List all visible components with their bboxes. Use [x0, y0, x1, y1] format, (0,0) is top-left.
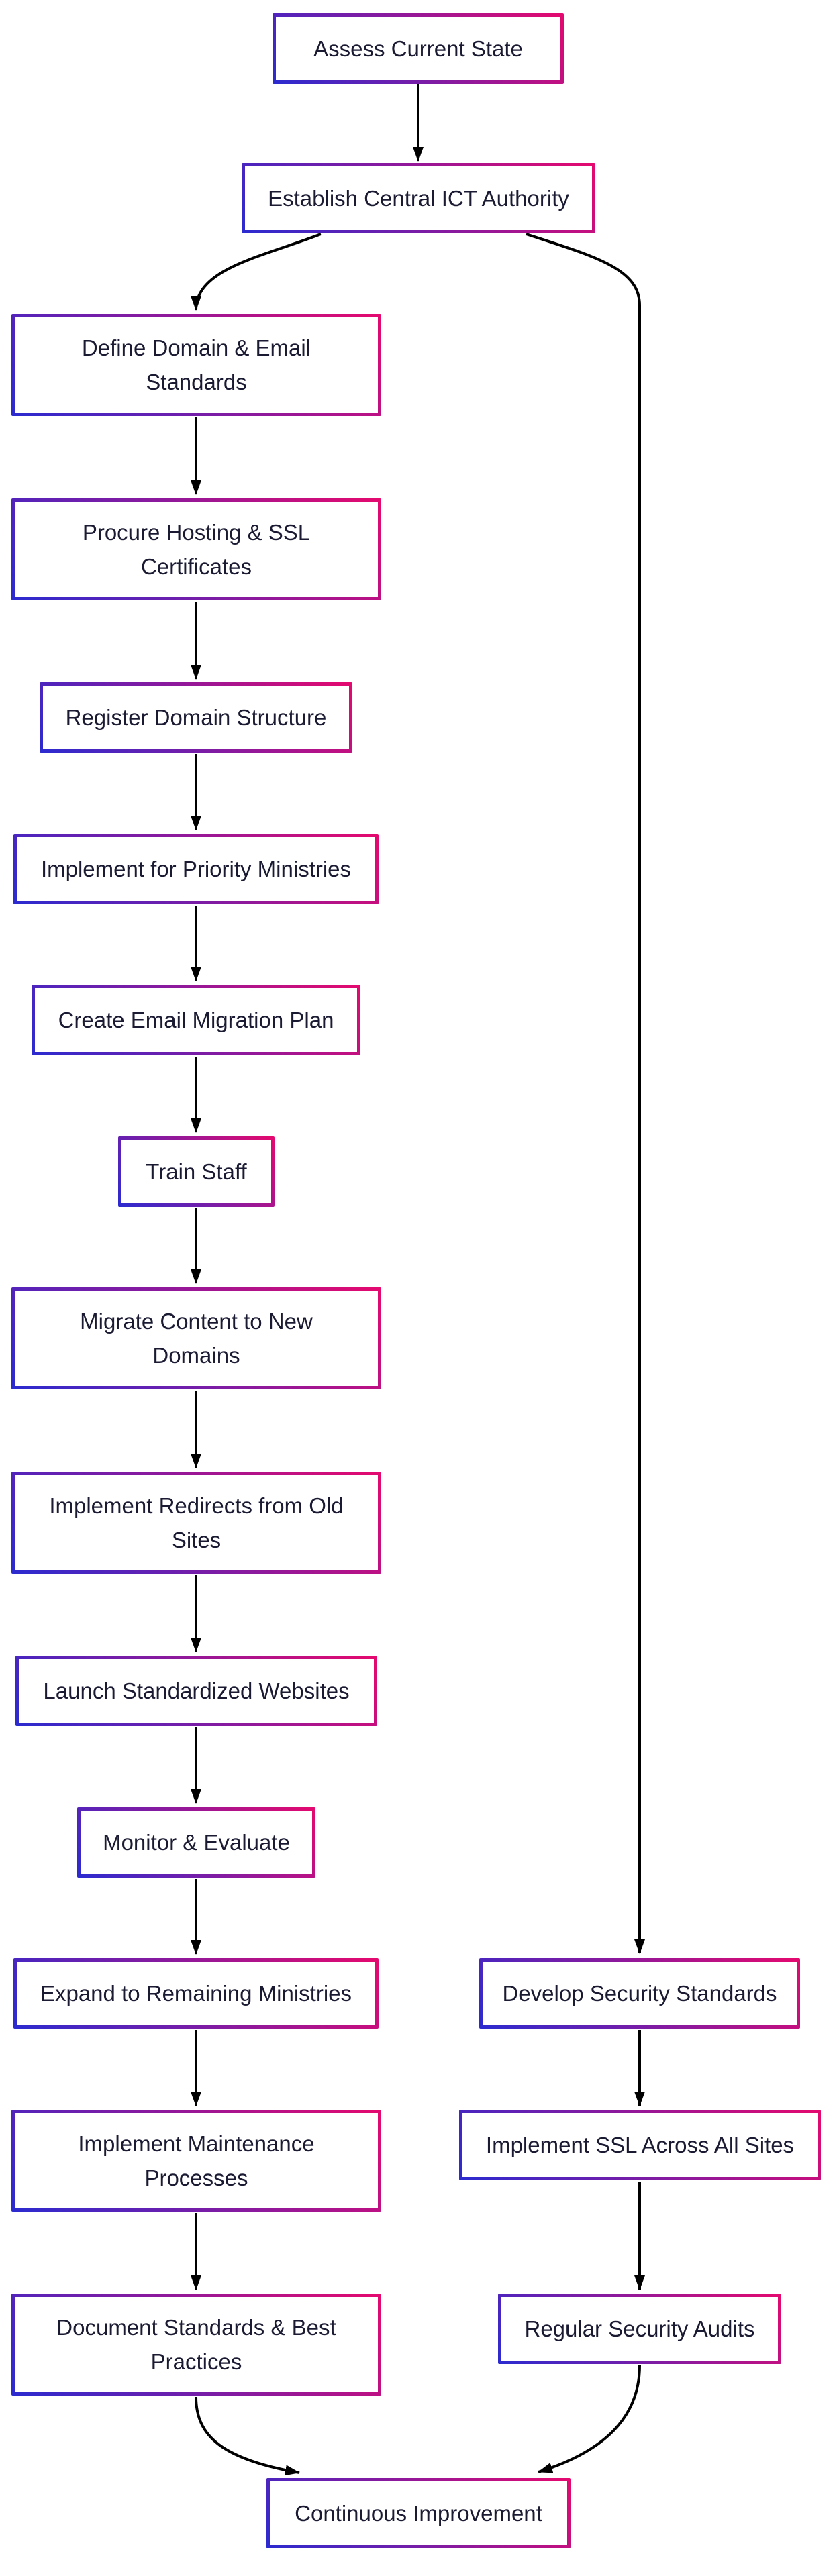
- node-create-email-migration-plan: Create Email Migration Plan: [32, 985, 360, 1055]
- node-implement-maintenance-processes: Implement Maintenance Processes: [11, 2110, 381, 2212]
- node-launch-standardized-websites: Launch Standardized Websites: [15, 1656, 377, 1726]
- node-implement-for-priority-ministries: Implement for Priority Ministries: [13, 834, 379, 904]
- edge-establish-develop-security: [526, 233, 645, 1954]
- node-define-domain-email-standards: Define Domain & Email Standards: [11, 314, 381, 416]
- node-register-domain-structure: Register Domain Structure: [40, 682, 352, 753]
- node-procure-hosting-ssl-certificates: Procure Hosting & SSL Certificates: [11, 498, 381, 600]
- node-train-staff: Train Staff: [118, 1136, 275, 1207]
- node-implement-redirects-from-old-sites: Implement Redirects from Old Sites: [11, 1472, 381, 1574]
- node-expand-to-remaining-ministries: Expand to Remaining Ministries: [13, 1958, 379, 2029]
- node-migrate-content-to-new-domains: Migrate Content to New Domains: [11, 1287, 381, 1389]
- node-monitor-evaluate: Monitor & Evaluate: [77, 1807, 315, 1878]
- node-assess-current-state: Assess Current State: [273, 13, 564, 84]
- node-implement-ssl-across-all-sites: Implement SSL Across All Sites: [459, 2110, 821, 2180]
- node-document-standards-best-practices: Document Standards & Best Practices: [11, 2294, 381, 2396]
- edge-establish-define: [191, 233, 322, 311]
- node-continuous-improvement: Continuous Improvement: [266, 2478, 571, 2548]
- node-establish-central-ict-authority: Establish Central ICT Authority: [242, 163, 595, 233]
- node-develop-security-standards: Develop Security Standards: [479, 1958, 800, 2029]
- edge-document-continuous: [195, 2396, 300, 2476]
- node-regular-security-audits: Regular Security Audits: [498, 2294, 781, 2364]
- edge-audits-continuous: [538, 2365, 641, 2473]
